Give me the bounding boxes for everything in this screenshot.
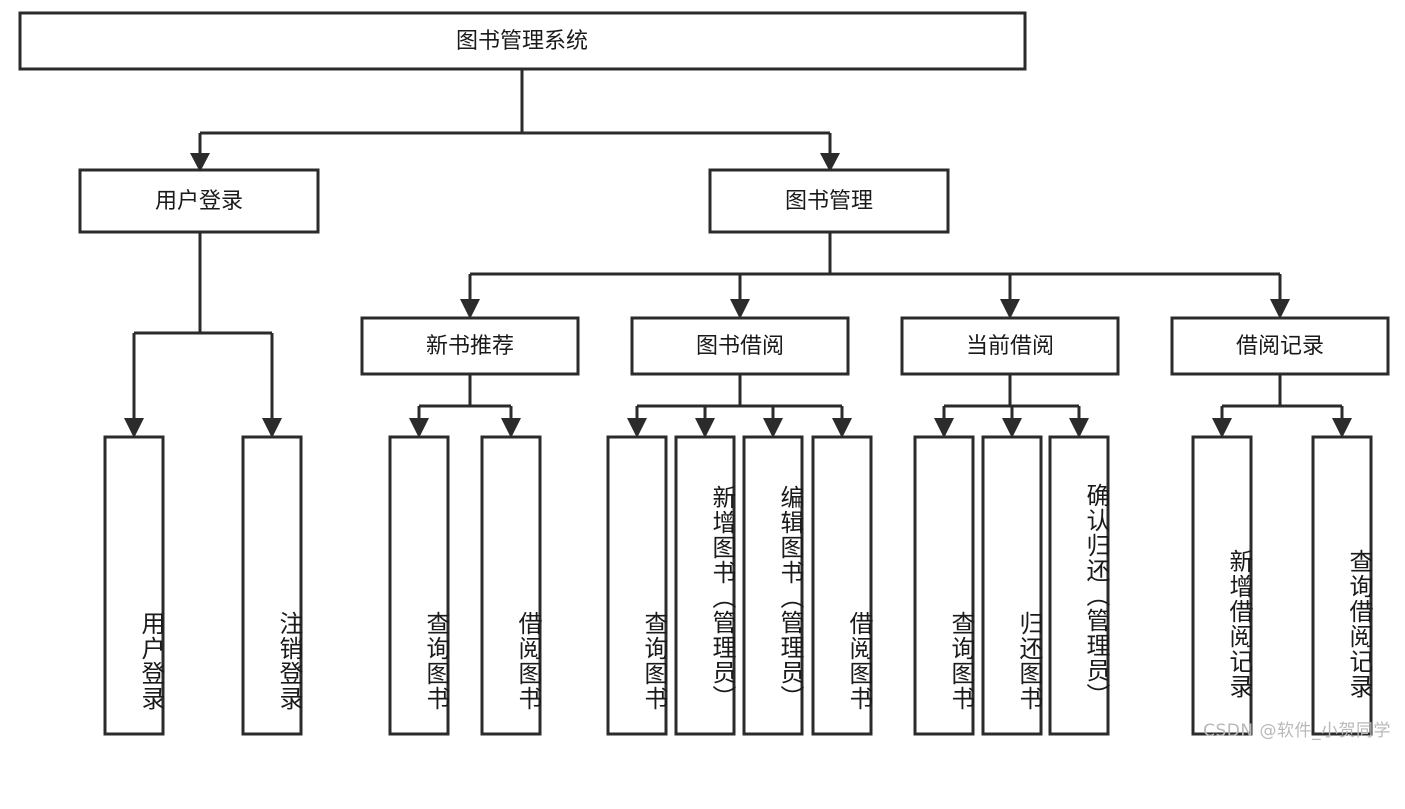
leaf-box-bb-add-book[interactable] bbox=[674, 435, 736, 736]
connector-bookmgmt-to-level2 bbox=[460, 232, 1290, 319]
node-book-borrow-label: 图书借阅 bbox=[696, 334, 784, 359]
leaf-box-cb-confirm-return[interactable] bbox=[1048, 435, 1110, 736]
node-user-login-label: 用户登录 bbox=[155, 189, 243, 214]
org-chart-svg: 图书管理系统 用户登录 图书管理 新书推荐 图书借阅 当前借阅 借阅记录 bbox=[18, 11, 1390, 736]
leaf-box-bb-borrow-book[interactable] bbox=[811, 435, 873, 736]
node-root-label: 图书管理系统 bbox=[456, 29, 588, 54]
connector-root-to-level1 bbox=[190, 69, 840, 172]
connector-newbook-to-leaves bbox=[409, 374, 521, 438]
leaf-box-cb-query-book[interactable] bbox=[913, 435, 975, 736]
node-borrow-record[interactable]: 借阅记录 bbox=[1170, 316, 1390, 376]
node-new-book-recommend-label: 新书推荐 bbox=[426, 334, 514, 359]
node-book-borrow[interactable]: 图书借阅 bbox=[630, 316, 850, 376]
connector-borrowrecord-to-leaves bbox=[1212, 374, 1352, 438]
leaf-box-br-add-record[interactable] bbox=[1191, 435, 1253, 736]
connector-userlogin-to-leaves bbox=[124, 232, 282, 438]
leaf-box-nbr-borrow-book[interactable] bbox=[480, 435, 542, 736]
node-borrow-record-label: 借阅记录 bbox=[1236, 334, 1324, 359]
node-book-management[interactable]: 图书管理 bbox=[708, 168, 950, 234]
connector-bookborrow-to-leaves bbox=[627, 374, 852, 438]
node-book-management-label: 图书管理 bbox=[785, 189, 873, 214]
leaf-box-br-query-record[interactable] bbox=[1311, 435, 1373, 736]
leaf-box-cb-return-book[interactable] bbox=[981, 435, 1043, 736]
leaf-box-user-login[interactable] bbox=[103, 435, 165, 736]
diagram-canvas: 图书管理系统 用户登录 图书管理 新书推荐 图书借阅 当前借阅 借阅记录 bbox=[18, 11, 1391, 741]
node-current-borrow[interactable]: 当前借阅 bbox=[900, 316, 1120, 376]
leaf-box-nbr-query-book[interactable] bbox=[388, 435, 450, 736]
connector-currentborrow-to-leaves bbox=[934, 374, 1089, 438]
leaf-box-bb-query-book[interactable] bbox=[606, 435, 668, 736]
leaf-box-bb-edit-book[interactable] bbox=[742, 435, 804, 736]
node-user-login[interactable]: 用户登录 bbox=[78, 168, 320, 234]
leaf-box-logout[interactable] bbox=[241, 435, 303, 736]
watermark-text: CSDN @软件_小贺同学 bbox=[1203, 721, 1391, 741]
node-root[interactable]: 图书管理系统 bbox=[18, 11, 1027, 71]
node-new-book-recommend[interactable]: 新书推荐 bbox=[360, 316, 580, 376]
node-current-borrow-label: 当前借阅 bbox=[966, 334, 1054, 359]
